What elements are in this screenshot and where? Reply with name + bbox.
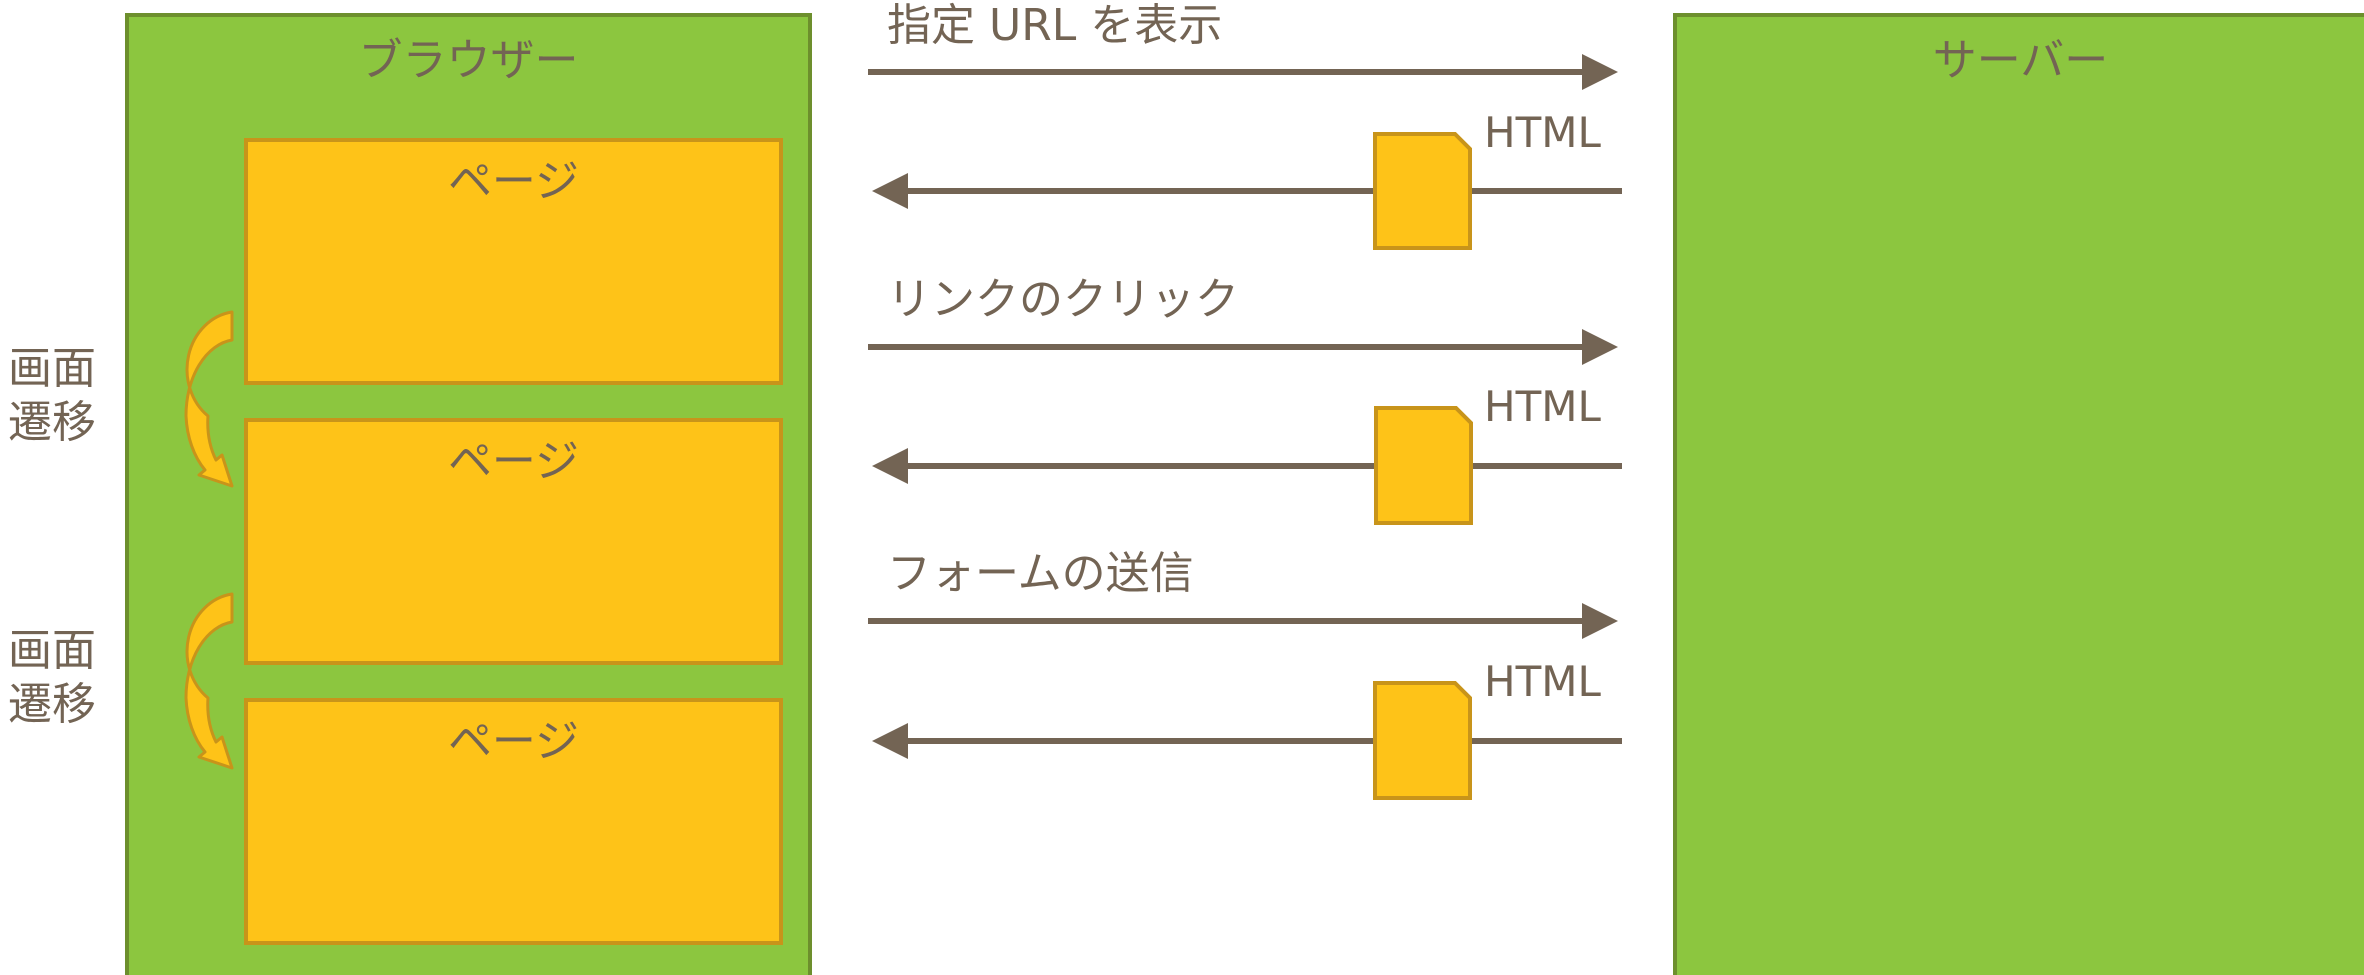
response-label: HTML [1484,382,1601,431]
request-label: 指定 URL を表示 [887,0,1223,51]
transition-label-line1: 画面 [8,625,96,676]
html-document-icon [1373,132,1472,250]
transition-label-line2: 遷移 [8,679,96,730]
response-label: HTML [1484,108,1601,157]
transition-arrow-icon [184,592,234,770]
page-box: ページ [244,418,783,665]
browser-title: ブラウザー [358,35,579,86]
server-title: サーバー [1932,35,2109,86]
transition-label-line2: 遷移 [8,397,96,448]
request-label: フォームの送信 [887,548,1194,599]
transition-label-line1: 画面 [8,343,96,394]
html-document-icon [1374,406,1473,525]
server-container: サーバー [1673,13,2364,975]
html-document-icon [1373,681,1472,800]
page-label: ページ [447,716,580,767]
page-label: ページ [447,436,580,487]
transition-label: 画面 遷移 [8,624,118,732]
page-box: ページ [244,138,783,385]
request-label: リンクのクリック [887,274,1239,325]
page-box: ページ [244,698,783,945]
transition-arrow-icon [184,310,234,488]
response-label: HTML [1484,657,1601,706]
page-label: ページ [447,156,580,207]
transition-label: 画面 遷移 [8,342,118,450]
